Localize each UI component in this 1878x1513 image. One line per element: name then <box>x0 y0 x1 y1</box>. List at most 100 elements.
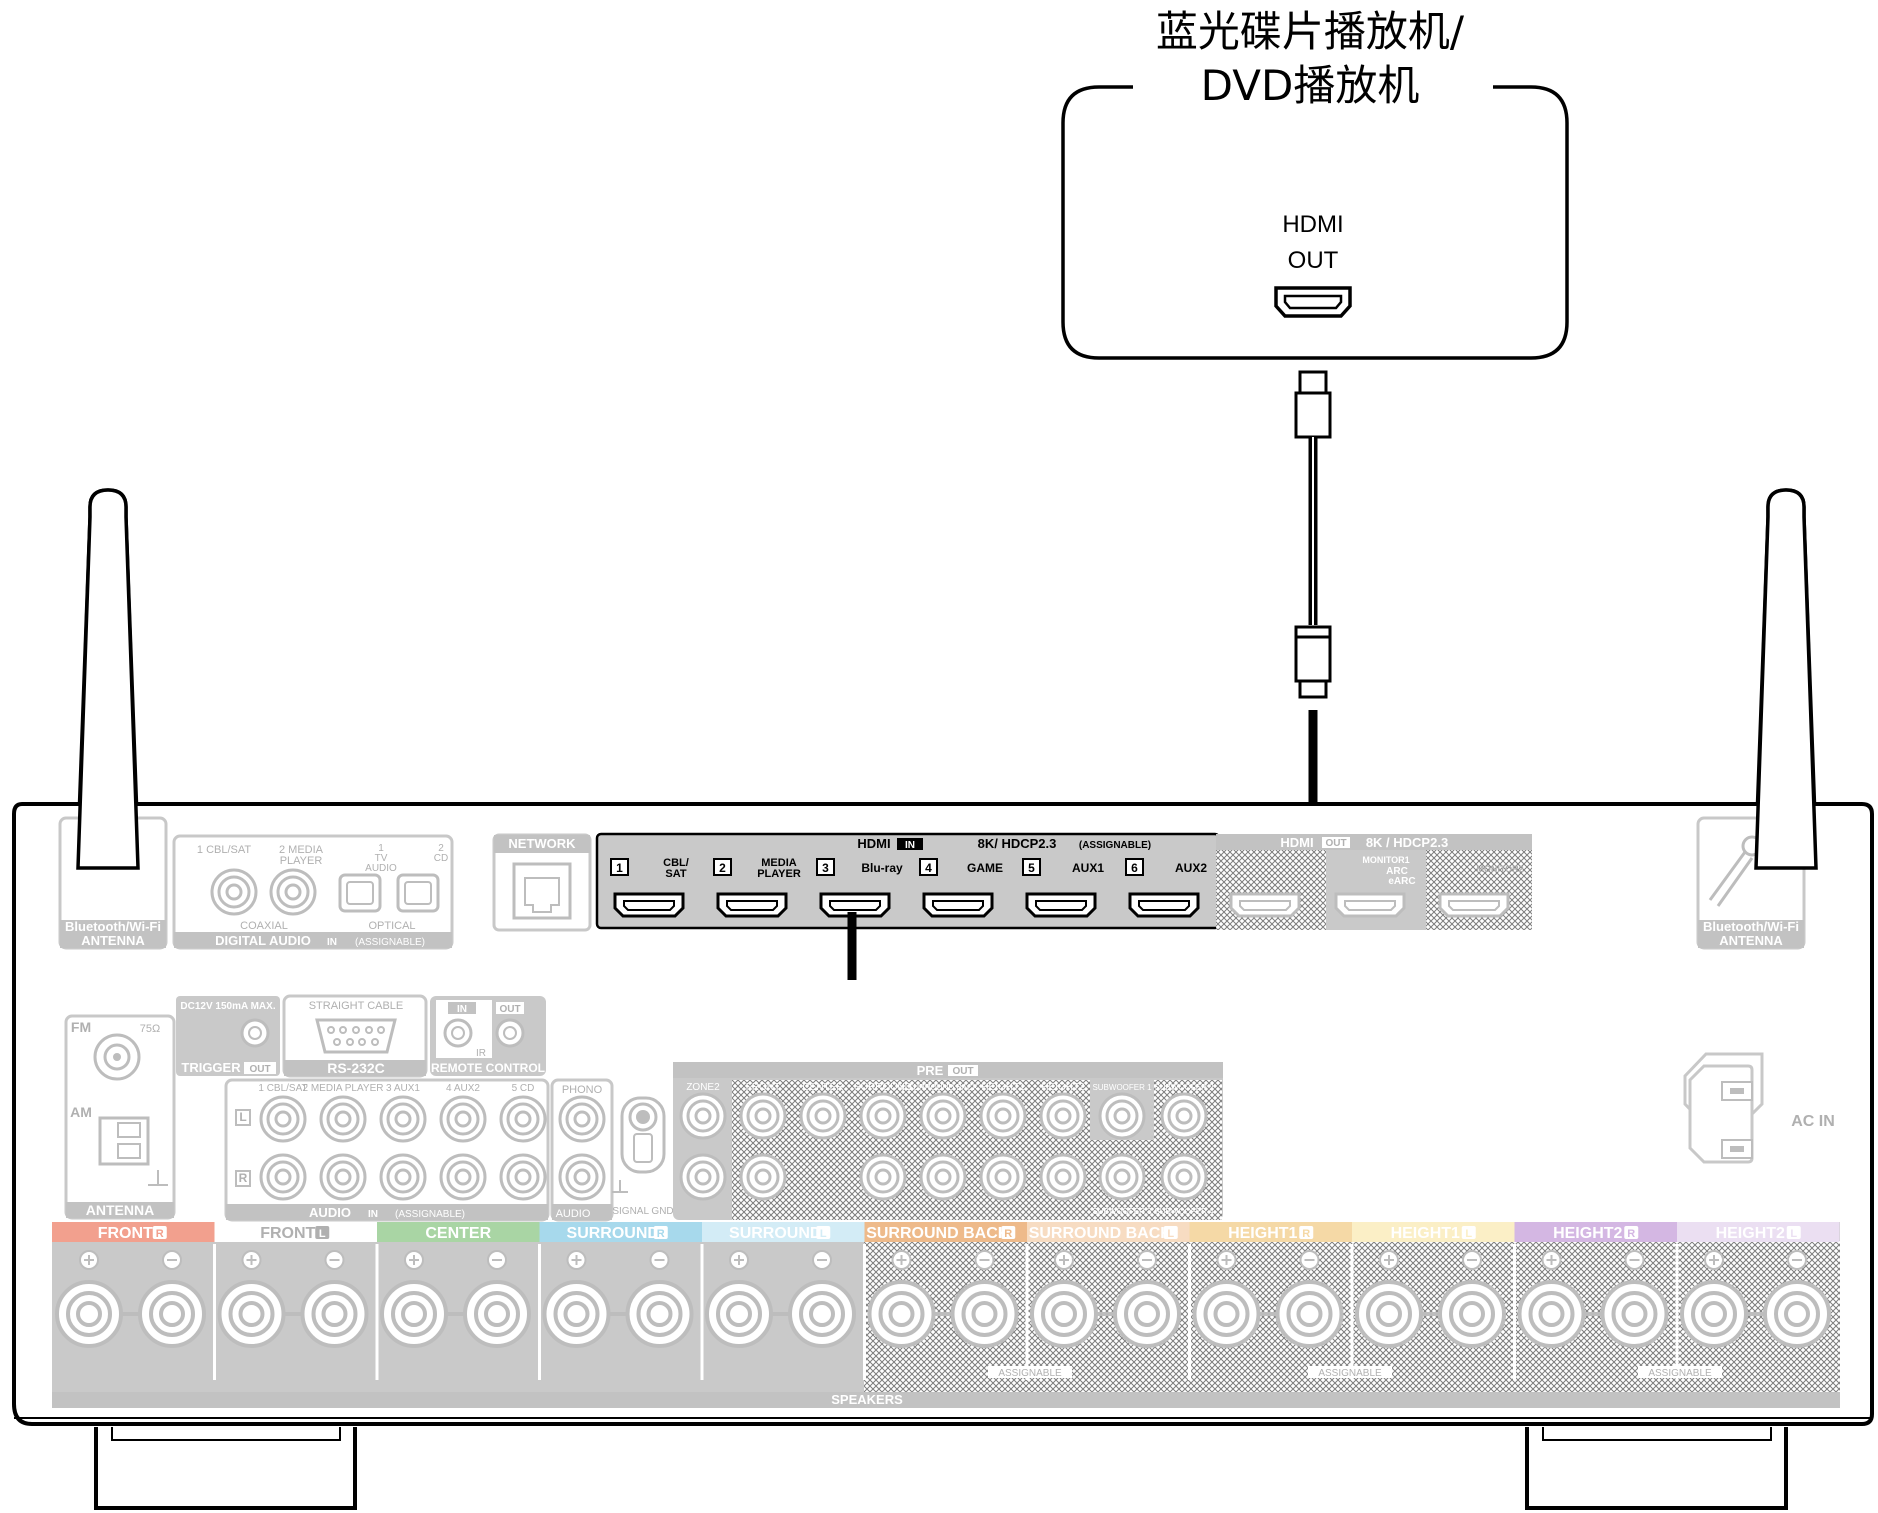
phono-jack-r <box>558 1153 606 1201</box>
audio-in-jack-l <box>439 1095 487 1143</box>
trigger-spec: DC12V 150mA MAX. <box>180 1001 275 1012</box>
speaker-side-box <box>152 1226 167 1239</box>
hdmi-out-panel: HDMI OUT 8K / HDCP2.3 MONITOR1 ARC eARC … <box>1216 834 1532 930</box>
audio-in-input-label: 2 MEDIA PLAYER <box>303 1083 384 1094</box>
audio-in-footer: AUDIO <box>309 1205 351 1220</box>
speaker-terminal-minus <box>1113 1280 1181 1348</box>
assignable-tag-bg <box>1308 1366 1392 1378</box>
speaker-label-band <box>214 1222 377 1242</box>
pre-out-channel-label: HEIGHT2 <box>1041 1082 1085 1093</box>
speaker-label-band <box>864 1222 1027 1242</box>
speaker-terminal-minus <box>1438 1280 1506 1348</box>
speaker-label: CENTER <box>425 1225 491 1242</box>
speaker-side-box <box>653 1226 668 1239</box>
speaker-label-band <box>52 1222 215 1242</box>
speaker-side: L <box>319 1228 326 1240</box>
speaker-terminal-plus <box>867 1280 936 1348</box>
hdmi-in-port-4 <box>922 892 994 918</box>
hdmi-in-port-1 <box>613 892 685 918</box>
hdmi-in-number-box <box>713 858 732 876</box>
hdmi-out-tag: OUT <box>1325 838 1346 849</box>
pre-out-jack-bottom <box>739 1153 787 1201</box>
speaker-terminal-minus <box>950 1280 1019 1348</box>
device-title-line1: 蓝光碟片播放机/ <box>1156 7 1465 56</box>
plus-glyph <box>896 1255 907 1265</box>
hdmi-in-port-6 <box>1128 892 1200 918</box>
speaker-terminal-plus <box>217 1280 286 1348</box>
hdmi-out-arc: ARC <box>1386 866 1408 877</box>
assignable-tag: ASSIGNABLE <box>1318 1368 1382 1379</box>
audio-l-label: L <box>239 1110 246 1124</box>
pre-out-jack-bottom <box>1098 1153 1146 1201</box>
hdmi-out-title: HDMI <box>1280 835 1313 850</box>
network-port: NETWORK <box>492 833 592 932</box>
speaker-terminal-plus <box>1030 1280 1098 1348</box>
pre-out-channel-label: SURROUND <box>854 1082 912 1093</box>
audio-in-jack-r <box>499 1153 547 1201</box>
hdmi-in-title: HDMI <box>857 836 890 851</box>
fm-ohm-label: 75Ω <box>140 1023 160 1035</box>
fm-am-antenna-panel: FM 75Ω AM ANTENNA <box>64 1014 176 1220</box>
speaker-side: R <box>657 1228 665 1240</box>
pre-out-jack-top <box>979 1092 1027 1140</box>
speaker-terminal-plus <box>1355 1280 1423 1348</box>
pre-out-tag: OUT <box>952 1066 973 1077</box>
rs232-cable-label: STRAIGHT CABLE <box>309 1000 404 1012</box>
pre-out-jack-top <box>799 1092 847 1140</box>
digital-opt1-label-b: TV <box>375 853 388 864</box>
hdmi-in-number: 1 <box>616 861 623 875</box>
assignable-tag-bg <box>1638 1366 1722 1378</box>
foot-right <box>1525 1427 1788 1510</box>
hdmi-in-name: AUX2 <box>1175 861 1207 875</box>
speaker-terminal-minus <box>1600 1280 1669 1348</box>
coaxial-jack-1 <box>210 868 258 916</box>
hdmi-in-number: 2 <box>719 861 726 875</box>
assignable-tag: ASSIGNABLE <box>998 1368 1062 1379</box>
antenna-left-label-2: ANTENNA <box>81 933 145 948</box>
hdmi-in-port-2 <box>716 892 788 918</box>
hdmi-out-spec: 8K / HDCP2.3 <box>1366 835 1448 850</box>
pre-out-channel-label: ZONE2 <box>686 1082 720 1093</box>
trigger-out-panel: DC12V 150mA MAX. TRIGGER OUT <box>176 996 280 1076</box>
plus-glyph <box>1709 1255 1719 1265</box>
network-label: NETWORK <box>508 836 576 851</box>
speaker-terminal-plus <box>1192 1280 1261 1348</box>
speaker-side-box <box>1001 1226 1016 1239</box>
audio-in-jack-l <box>259 1095 307 1143</box>
hdmi-in-port-5 <box>1025 892 1097 918</box>
hdmi-in-number-box <box>610 858 629 876</box>
antenna-label: ANTENNA <box>86 1202 154 1218</box>
antenna-left-label-1: Bluetooth/Wi-Fi <box>65 919 161 934</box>
speaker-terminal-minus <box>788 1280 856 1348</box>
speaker-terminal-minus <box>463 1280 531 1348</box>
remote-control-label: REMOTE CONTROL <box>431 1061 545 1075</box>
fm-label: FM <box>71 1019 91 1035</box>
trigger-label: TRIGGER <box>181 1060 241 1075</box>
assignable-tag-bg <box>988 1366 1072 1378</box>
pre-out-channel-label: FRONT <box>746 1082 780 1093</box>
phono-footer: AUDIO <box>556 1208 591 1220</box>
device-port-label-2: OUT <box>1288 247 1339 274</box>
ac-in-connector: AC IN <box>1683 1052 1835 1164</box>
hdmi-in-name-2: SAT <box>665 868 686 880</box>
digital-audio-in-tag: IN <box>327 937 337 948</box>
bluray-dvd-player: 蓝光碟片播放机/ DVD播放机 HDMI OUT <box>1061 7 1569 360</box>
speaker-terminal-plus <box>1680 1280 1748 1348</box>
phono-jack-l <box>558 1095 606 1143</box>
digital-audio-in-panel: 1 CBL/SAT 2 MEDIA PLAYER 1 TV AUDIO 2 CD… <box>172 834 454 950</box>
audio-r-label: R <box>239 1171 248 1185</box>
signal-gnd: SIGNAL GND <box>612 1096 674 1217</box>
audio-in-jack-l <box>319 1095 367 1143</box>
speaker-terminal-minus <box>300 1280 369 1348</box>
hdmi-in-number: 6 <box>1131 861 1138 875</box>
audio-in-jack-r <box>259 1153 307 1201</box>
hdmi-out-monitor1: MONITOR1 <box>1362 855 1409 865</box>
speaker-label: HEIGHT2 <box>1553 1225 1622 1242</box>
speaker-side-box <box>816 1226 831 1239</box>
audio-in-tag: IN <box>368 1209 378 1220</box>
plus-glyph <box>1221 1255 1232 1265</box>
hdmi-out-monitor2: MONITOR2 <box>1476 864 1523 874</box>
audio-in-jack-r <box>379 1153 427 1201</box>
speaker-side-box <box>1461 1226 1476 1239</box>
